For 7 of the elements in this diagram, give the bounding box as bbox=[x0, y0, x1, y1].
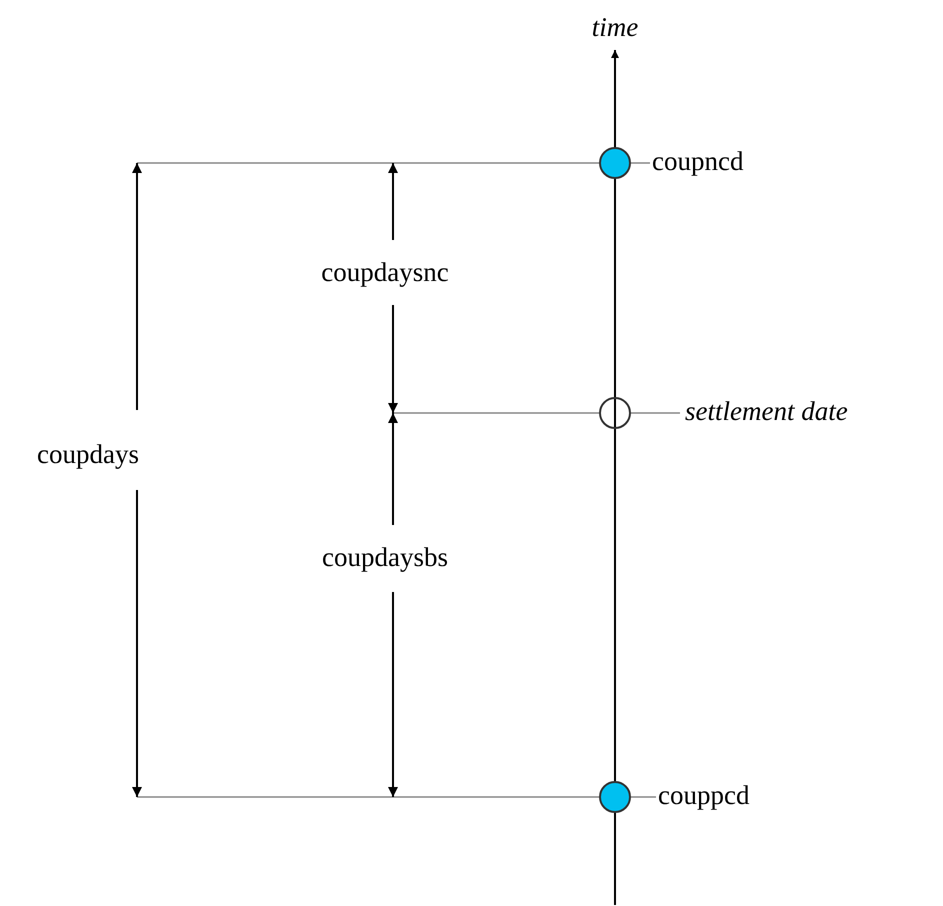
date-label: couppcd bbox=[658, 782, 750, 809]
date-label: settlement date bbox=[685, 398, 848, 425]
dimension-label: coupdaysnc bbox=[321, 259, 449, 286]
dimension-label: coupdaysbs bbox=[322, 544, 448, 571]
dimension-label: coupdays bbox=[37, 441, 139, 468]
date-label: coupncd bbox=[652, 148, 744, 175]
axis-label: time bbox=[592, 14, 638, 41]
